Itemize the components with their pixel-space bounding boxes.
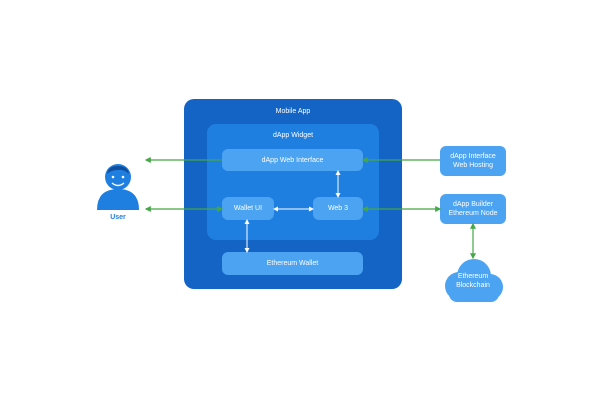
dapp-web-interface-node: dApp Web Interface	[222, 149, 363, 171]
web-hosting-label-line2: Web Hosting	[453, 162, 493, 169]
user-label: User	[110, 214, 126, 221]
ethereum-wallet-label: Ethereum Wallet	[266, 260, 319, 267]
ethereum-node-label-line1: dApp Builder	[452, 201, 494, 208]
ethereum-node-node: dApp Builder Ethereum Node	[440, 194, 506, 224]
dapp-widget-container	[207, 124, 379, 240]
web3-label: Web 3	[327, 205, 349, 212]
wallet-ui-label: Wallet UI	[233, 205, 263, 212]
user-avatar-icon	[97, 164, 139, 210]
web3-node: Web 3	[313, 197, 363, 220]
cloud-icon	[445, 259, 503, 302]
blockchain-label-line1: Ethereum	[457, 273, 489, 280]
wallet-ui-node: Wallet UI	[222, 197, 274, 220]
blockchain-label-line2: Blockchain	[456, 282, 490, 289]
web-hosting-node: dApp Interface Web Hosting	[440, 146, 506, 176]
dapp-widget-title: dApp Widget	[272, 132, 314, 139]
ethereum-wallet-node: Ethereum Wallet	[222, 252, 363, 275]
ethereum-node-label-line2: Ethereum Node	[448, 210, 498, 217]
blockchain-label: Ethereum Blockchain	[440, 272, 506, 290]
mobile-app-title: Mobile App	[275, 108, 311, 115]
dapp-web-interface-label: dApp Web Interface	[261, 156, 324, 164]
web-hosting-label-line1: dApp Interface	[450, 153, 496, 160]
